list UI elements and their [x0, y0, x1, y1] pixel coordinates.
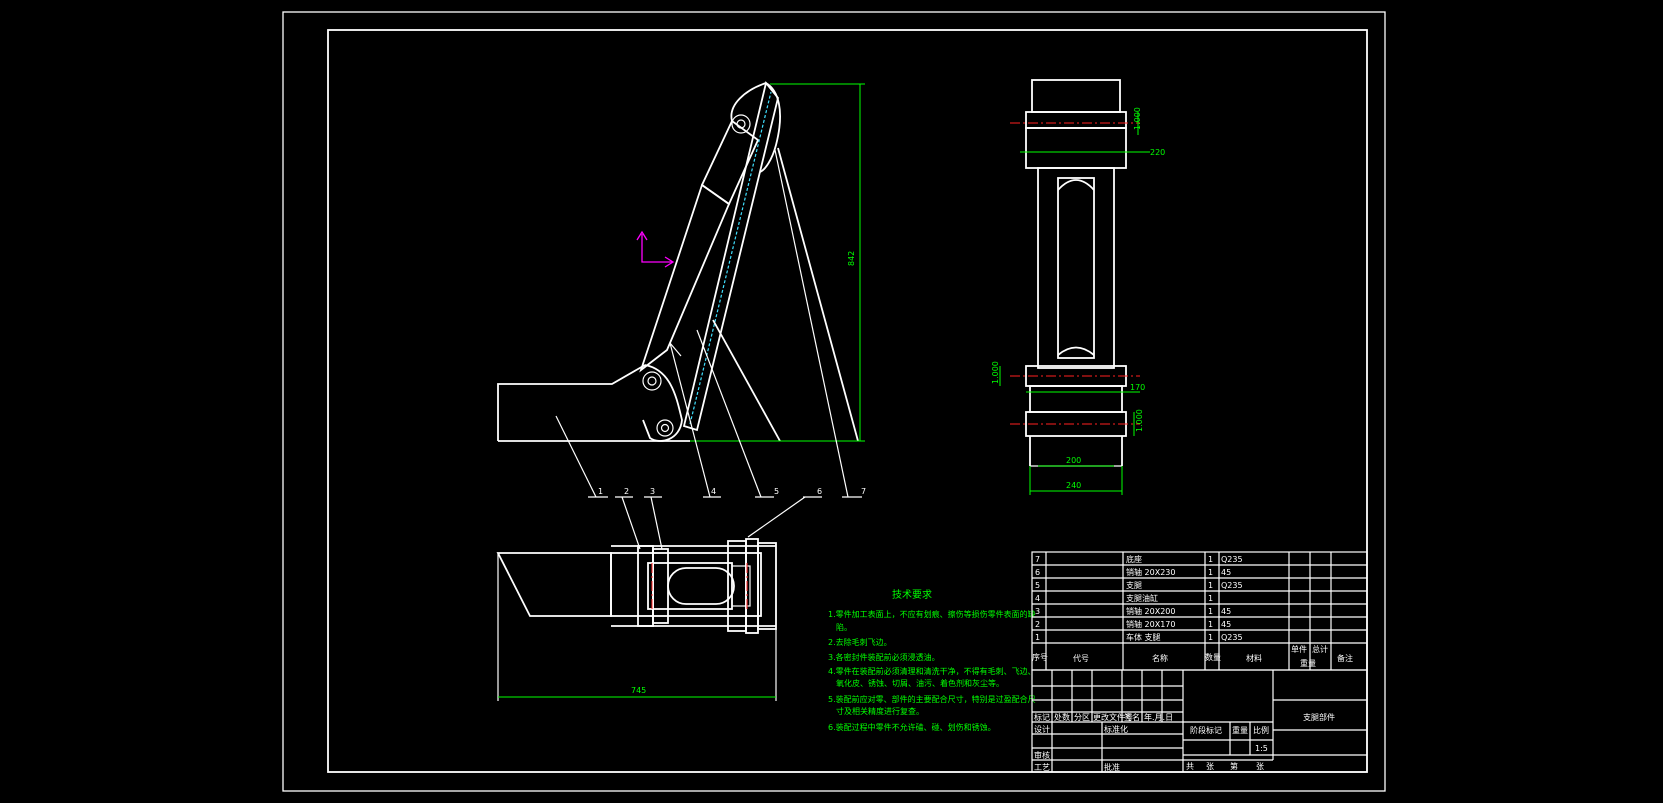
tech-item: 5.装配前应对零、部件的主要配合尺寸，特别是过盈配合尺 — [828, 694, 1036, 704]
bom-h-qty: 数量 — [1205, 652, 1221, 662]
end-view: 1.000 220 1.000 170 1.000 200 240 — [991, 79, 1165, 495]
dim-length: 745 — [631, 686, 646, 695]
bom-h-single: 单件 — [1291, 644, 1307, 654]
tb-label: 年.月.日 — [1144, 712, 1173, 722]
dim-bot-w1: 200 — [1066, 456, 1081, 465]
tb-stage: 阶段标记 — [1190, 725, 1222, 735]
balloon-7: 7 — [861, 487, 866, 496]
balloon-3: 3 — [650, 487, 655, 496]
bom-cell-qty: 1 — [1208, 568, 1213, 577]
bom-cell-name: 销轴 20X230 — [1126, 567, 1175, 577]
bom-h-weight: 重量 — [1300, 658, 1316, 668]
tb-label: 设计 — [1034, 724, 1050, 734]
tech-item: 寸及相关精度进行复查。 — [836, 706, 924, 716]
tb-label: 处数 — [1054, 712, 1070, 722]
tb-label: 标准化 — [1104, 724, 1128, 734]
bom-cell-no: 1 — [1035, 633, 1040, 642]
bom-cell-name: 销轴 20X200 — [1126, 606, 1175, 616]
drawing-name: 支腿部件 — [1303, 712, 1335, 722]
balloon-6: 6 — [817, 487, 822, 496]
outer-border — [282, 11, 1386, 792]
front-view: 842 — [497, 81, 865, 442]
balloon-1: 1 — [598, 487, 603, 496]
bom-h-seq: 序号 — [1032, 652, 1048, 662]
tech-item: 1.零件加工表面上，不应有划痕、擦伤等损伤零件表面的缺 — [828, 609, 1036, 619]
tb-sheet: 张 — [1206, 762, 1214, 771]
tech-item: 6.装配过程中零件不允许磕、碰、划伤和锈蚀。 — [828, 722, 996, 732]
bom-cell-qty: 1 — [1208, 620, 1213, 629]
bom-cell-no: 6 — [1035, 568, 1040, 577]
dim-mid-w: 170 — [1130, 383, 1145, 392]
bom-cell-name: 车体 支腿 — [1126, 632, 1161, 642]
tb-sheet: 张 — [1256, 762, 1264, 771]
top-view: 745 — [496, 538, 777, 701]
title-block: 标记 处数 分区 更改文件号 签名 年.月.日 设计 标准化 审核 工艺 批准 … — [1031, 669, 1368, 773]
bom-cell-qty: 1 — [1208, 581, 1213, 590]
bom-cell-name: 销轴 20X170 — [1126, 619, 1175, 629]
bom-h-mat: 材料 — [1246, 653, 1262, 663]
balloon-5: 5 — [774, 487, 779, 496]
tb-scale: 比例 — [1253, 725, 1269, 735]
tech-heading: 技术要求 — [892, 588, 932, 601]
tech-item: 3.各密封件装配前必须浸透油。 — [828, 652, 940, 662]
bom-cell-no: 2 — [1035, 620, 1040, 629]
tb-label: 工艺 — [1034, 763, 1050, 772]
bom-h-code: 代号 — [1073, 653, 1089, 663]
tb-weight: 重量 — [1232, 725, 1248, 735]
tech-requirements: 技术要求 1.零件加工表面上，不应有划痕、擦伤等损伤零件表面的缺 陷。 2.去除… — [828, 588, 1036, 732]
dim-height: 842 — [847, 251, 856, 266]
dim-mid-h: 1.000 — [991, 361, 1000, 384]
tb-sheet: 第 — [1230, 761, 1238, 771]
tb-sheet: 共 — [1186, 762, 1194, 771]
tech-item: 4.零件在装配前必须清理和清洗干净，不得有毛刺、飞边、 — [828, 666, 1036, 676]
tech-item: 陷。 — [836, 622, 852, 632]
tech-item: 2.去除毛刺飞边。 — [828, 637, 892, 647]
bom-cell-mat: 45 — [1221, 620, 1231, 629]
bom-cell-name: 支腿油缸 — [1126, 593, 1158, 603]
bom-cell-qty: 1 — [1208, 555, 1213, 564]
bom-cell-mat: Q235 — [1221, 633, 1243, 642]
bom-cell-no: 3 — [1035, 607, 1040, 616]
dim-top-w2: 220 — [1150, 148, 1165, 157]
bom-cell-name: 支腿 — [1126, 580, 1142, 590]
dim-top-w1: 1.000 — [1133, 107, 1142, 130]
bom-cell-no: 5 — [1035, 581, 1040, 590]
bom-h-name: 名称 — [1152, 653, 1168, 663]
bom-cell-no: 4 — [1035, 594, 1040, 603]
balloon-leaders — [555, 149, 862, 550]
dim-bot-h: 1.000 — [1135, 409, 1144, 432]
tb-label: 分区 — [1074, 713, 1090, 722]
inner-border — [327, 29, 1368, 773]
bom-cell-mat: Q235 — [1221, 555, 1243, 564]
bom-h-total: 总计 — [1312, 644, 1328, 654]
bom-cell-qty: 1 — [1208, 594, 1213, 603]
bom-cell-no: 7 — [1035, 555, 1040, 564]
tb-scale-value: 1:5 — [1255, 744, 1268, 753]
bom-cell-mat: 45 — [1221, 568, 1231, 577]
tb-label: 审核 — [1034, 750, 1050, 760]
bom-cell-qty: 1 — [1208, 633, 1213, 642]
bom-h-remark: 备注 — [1337, 653, 1353, 663]
bom-cell-qty: 1 — [1208, 607, 1213, 616]
tb-label: 标记 — [1034, 712, 1050, 722]
bom-cell-name: 底座 — [1126, 554, 1142, 564]
bom-cell-mat: Q235 — [1221, 581, 1243, 590]
tech-item: 氧化皮、锈蚀、切屑、油污、着色剂和灰尘等。 — [836, 678, 1004, 688]
balloon-2: 2 — [624, 487, 629, 496]
tb-label: 更改文件号 — [1093, 712, 1133, 722]
tb-label: 签名 — [1124, 712, 1140, 722]
dim-bot-w2: 240 — [1066, 481, 1081, 490]
tb-label: 批准 — [1104, 762, 1120, 772]
balloon-labels: 1 2 3 4 5 6 7 — [598, 487, 866, 496]
bom-cell-mat: 45 — [1221, 607, 1231, 616]
balloon-4: 4 — [711, 487, 716, 496]
